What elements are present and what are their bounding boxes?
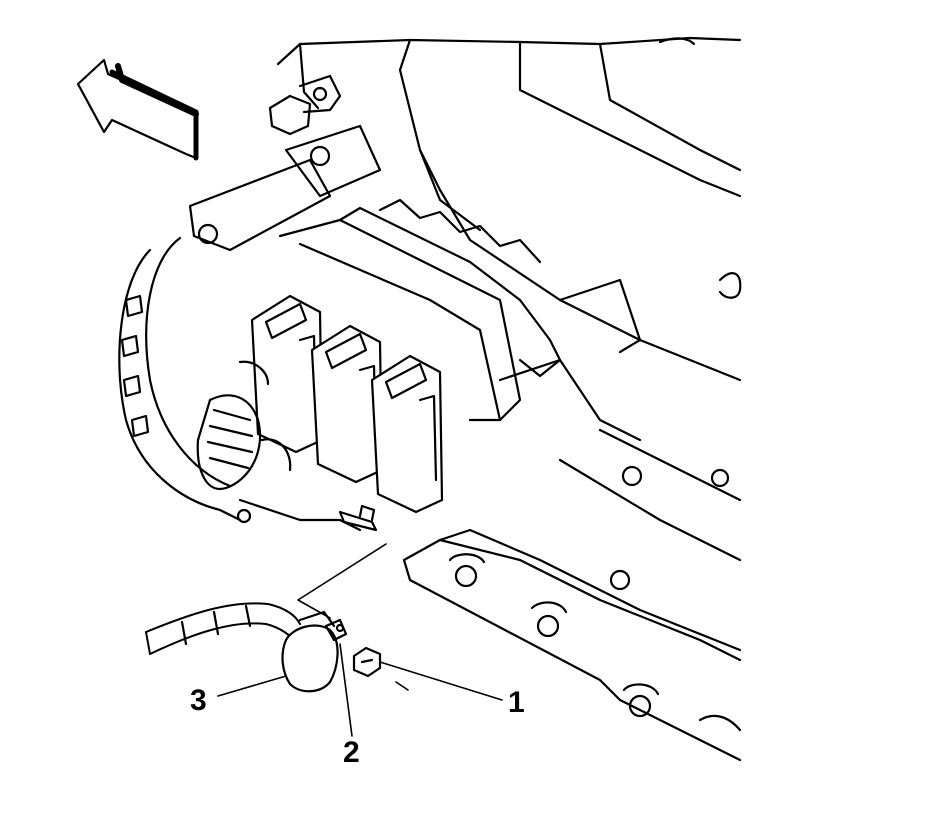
callout-leaders — [217, 643, 503, 737]
callout-2-label: 2 — [343, 736, 360, 769]
callout-1-label: 1 — [508, 686, 525, 719]
connection-leader — [297, 543, 387, 619]
harness-cable — [145, 602, 301, 655]
lower-flange — [402, 428, 742, 762]
callout-3-label: 3 — [190, 684, 207, 717]
upper-bracket — [188, 74, 382, 252]
connector-3 — [370, 354, 444, 514]
connector-2 — [310, 324, 384, 484]
nut — [352, 646, 409, 691]
terminal-stud — [338, 504, 378, 532]
terminal-boot — [281, 610, 339, 693]
eyelet-terminal — [324, 618, 348, 642]
front-direction-arrow-icon — [76, 58, 199, 161]
connector-1 — [250, 294, 324, 454]
generator — [118, 236, 362, 532]
control-module — [278, 198, 642, 442]
